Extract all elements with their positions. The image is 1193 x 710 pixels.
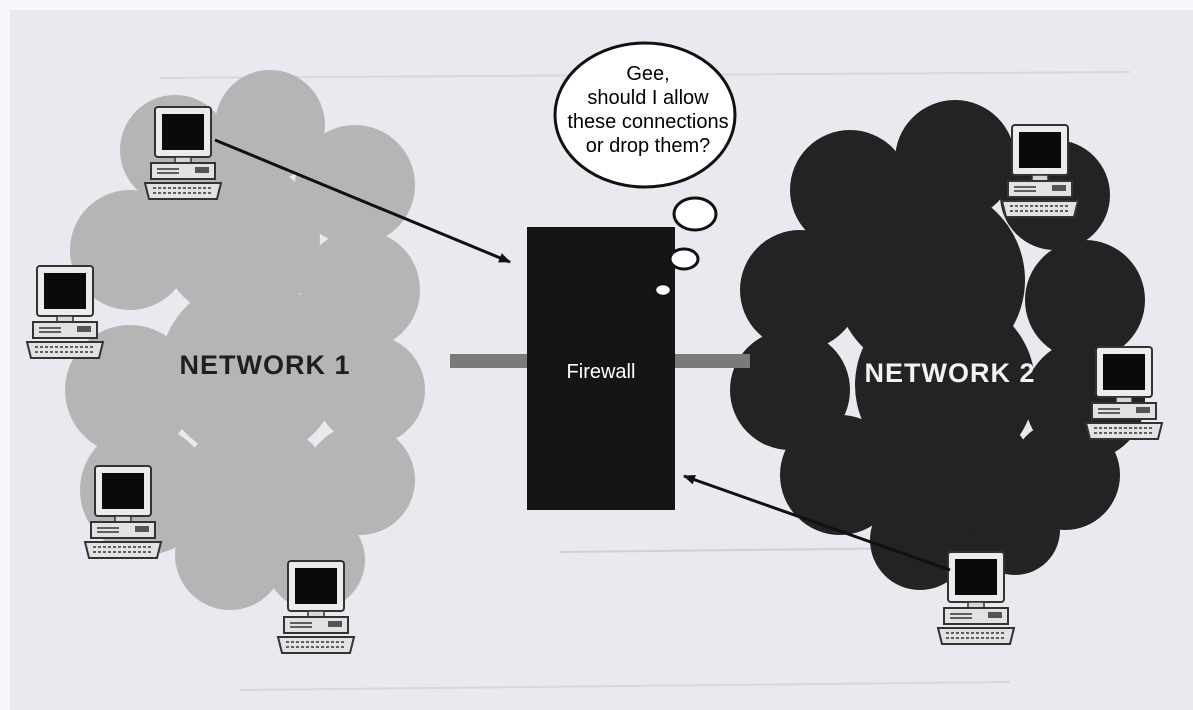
computer-icon	[278, 561, 354, 653]
thought-bubble-dot-large	[674, 198, 716, 230]
network-1-label: NETWORK 1	[180, 350, 351, 380]
firewall-label: Firewall	[567, 361, 636, 383]
computer-icon	[1002, 125, 1078, 217]
thought-bubble-dot-small	[655, 284, 671, 296]
computer-icon	[938, 552, 1014, 644]
thought-bubble: Gee, should I allow these connections or…	[555, 43, 735, 187]
computer-icon	[145, 107, 221, 199]
computer-icon	[27, 266, 103, 358]
thought-bubble-dot-medium	[670, 249, 698, 269]
thought-line-3: these connections	[567, 111, 728, 133]
computer-icon	[85, 466, 161, 558]
computer-icon	[1086, 347, 1162, 439]
thought-line-1: Gee,	[626, 63, 669, 85]
thought-line-4: or drop them?	[586, 135, 711, 157]
thought-line-2: should I allow	[587, 87, 709, 109]
network-2-label: NETWORK 2	[865, 358, 1036, 388]
